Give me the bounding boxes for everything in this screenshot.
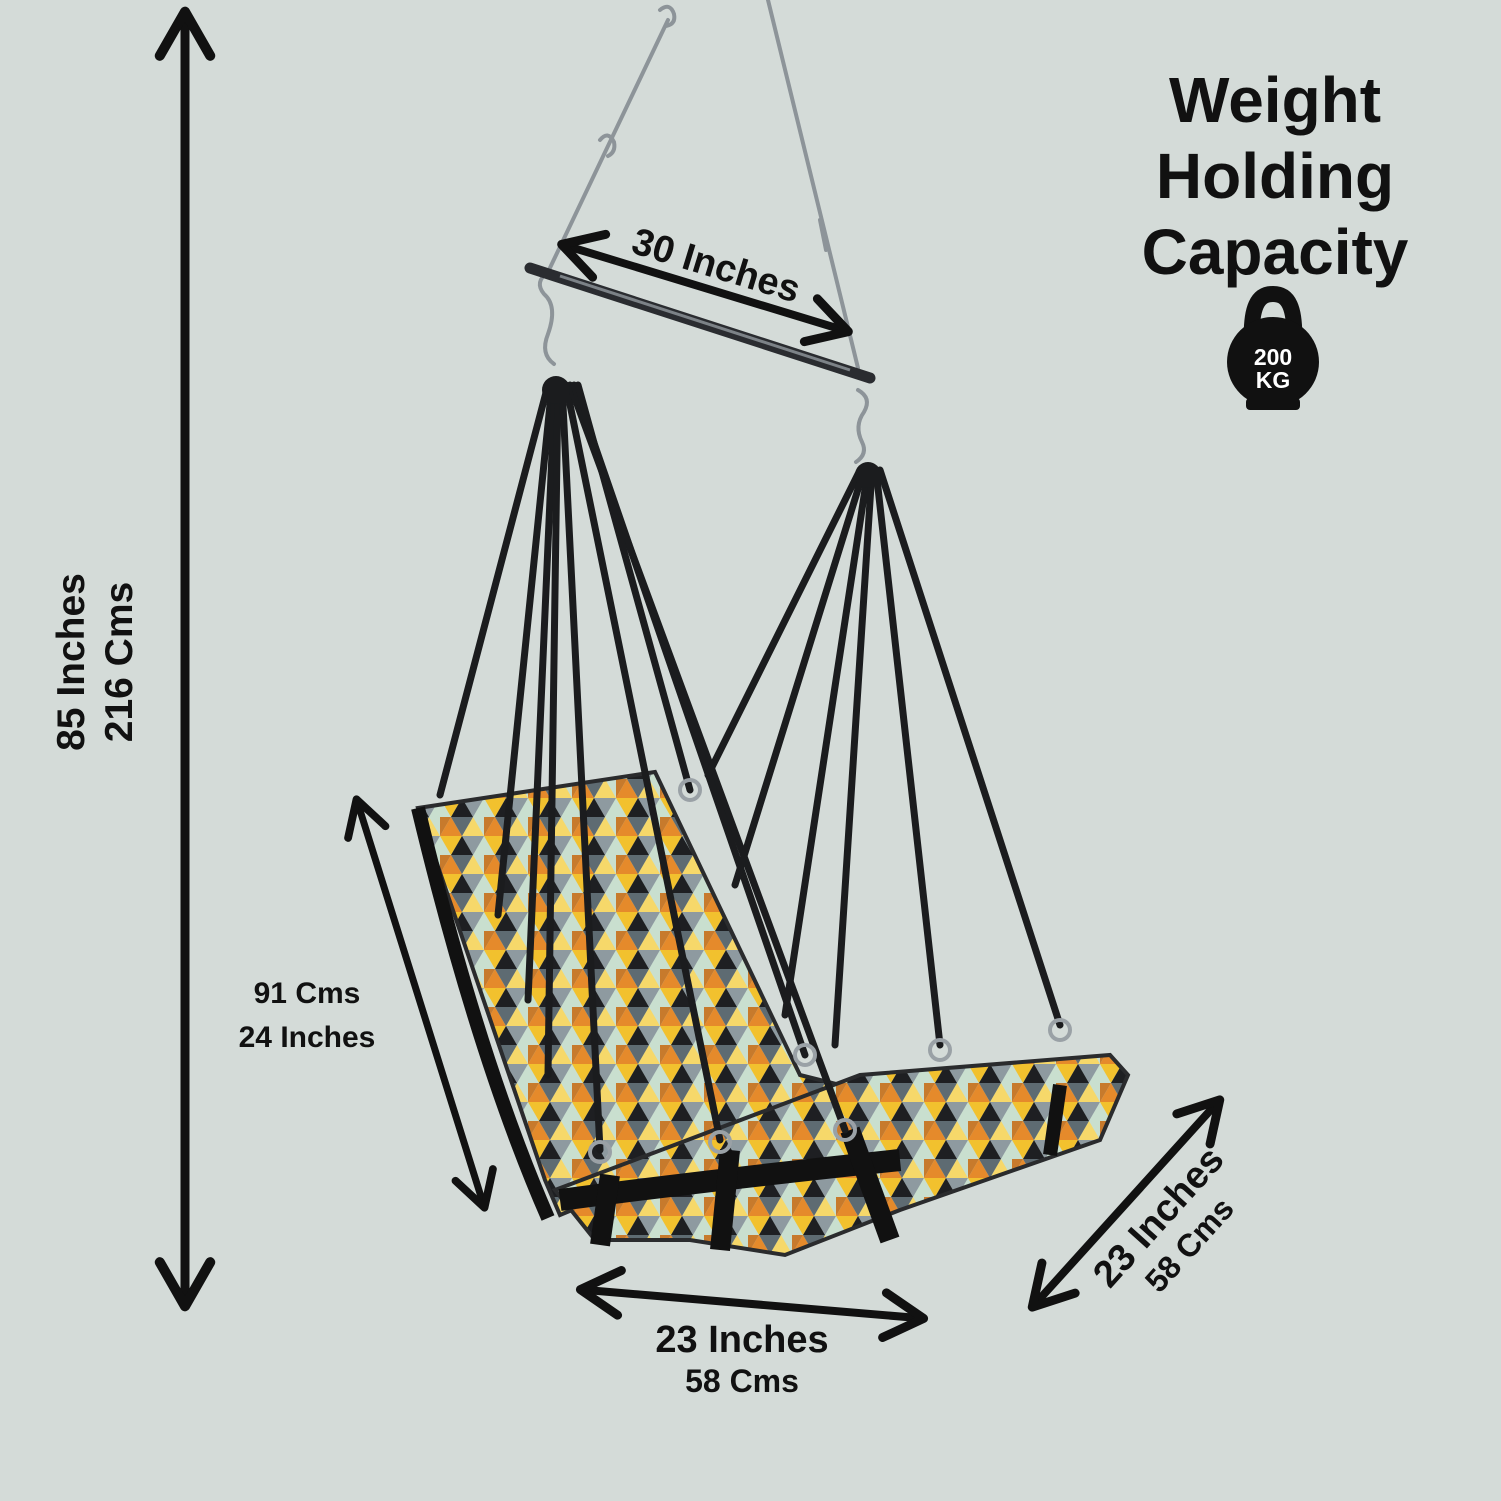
height-inches: 85 Inches: [50, 573, 93, 751]
capacity-unit: KG: [1255, 367, 1291, 393]
capacity-heading: Weight Holding Capacity: [1130, 62, 1420, 290]
capacity-title-line3: Capacity: [1141, 216, 1409, 288]
bar-width-arrow: [557, 229, 853, 347]
dimension-arrows: [154, 6, 1225, 1342]
seat-width-label: 23 Inches 58 Cms: [622, 1318, 862, 1400]
capacity-value: 200: [1253, 344, 1293, 370]
seat-width-cms: 58 Cms: [685, 1363, 799, 1399]
kettlebell-icon: [1227, 285, 1319, 410]
seat-width-inches: 23 Inches: [655, 1319, 829, 1361]
capacity-title-line2: Holding: [1155, 140, 1395, 212]
swing-ropes: [436, 381, 1064, 1154]
back-length-label: 91 Cms 24 Inches: [212, 972, 402, 1060]
hanging-chain: [537, 0, 869, 464]
seat-width-arrow: [575, 1266, 929, 1342]
seat-depth-arrow: [1027, 1095, 1225, 1312]
back-length-cms: 91 Cms: [253, 977, 361, 1010]
capacity-badge: 200 KG: [1232, 346, 1314, 392]
back-length-inches: 24 Inches: [238, 1021, 376, 1054]
capacity-title-line1: Weight: [1168, 64, 1382, 136]
height-cms: 216 Cms: [98, 581, 141, 743]
swing-cushion: [411, 769, 1131, 1258]
back-length-arrow: [344, 795, 497, 1212]
